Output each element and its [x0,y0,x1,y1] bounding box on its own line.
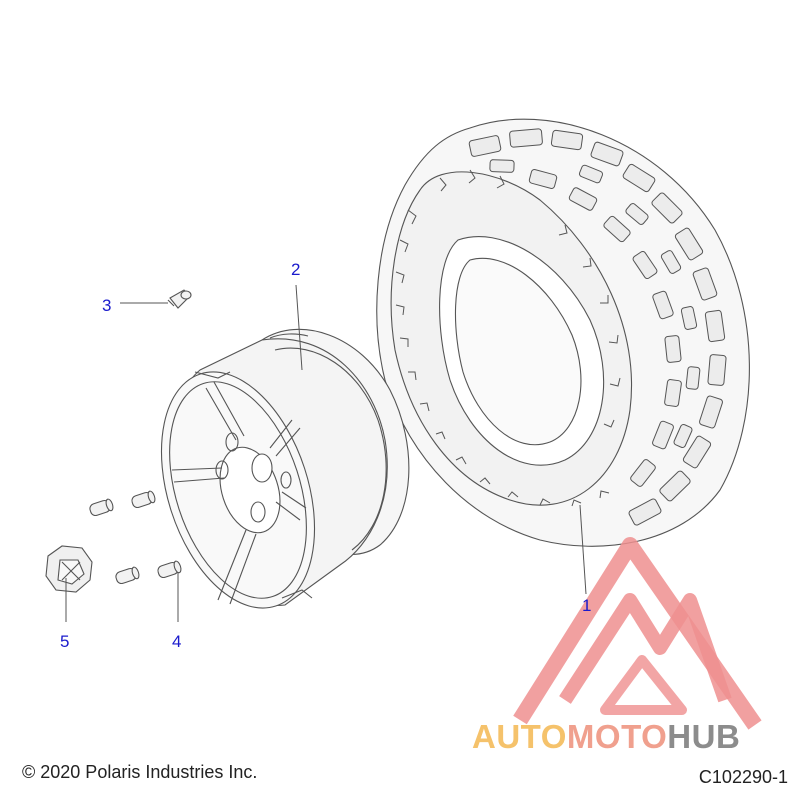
lug-nuts [89,490,182,585]
valve-stem [167,289,192,309]
center-cap [45,545,93,593]
leader-lines [65,284,587,622]
tire [376,118,750,547]
wheel [160,328,410,609]
callout-center-cap: 5 [60,632,70,651]
watermark-auto: AUTO [472,718,567,755]
callout-tire: 1 [582,596,592,615]
callout-valve-stem: 3 [102,296,112,315]
watermark-logo [513,537,762,730]
copyright-text: © 2020 Polaris Industries Inc. [22,762,258,782]
watermark-brand: AUTOMOTOHUB [472,718,740,756]
callout-lug-nut: 4 [172,632,182,651]
callout-wheel: 2 [291,260,301,279]
diagram-code: C102290-1 [698,767,788,787]
watermark-hub: HUB [667,718,741,755]
watermark-moto: MOTO [566,718,668,755]
